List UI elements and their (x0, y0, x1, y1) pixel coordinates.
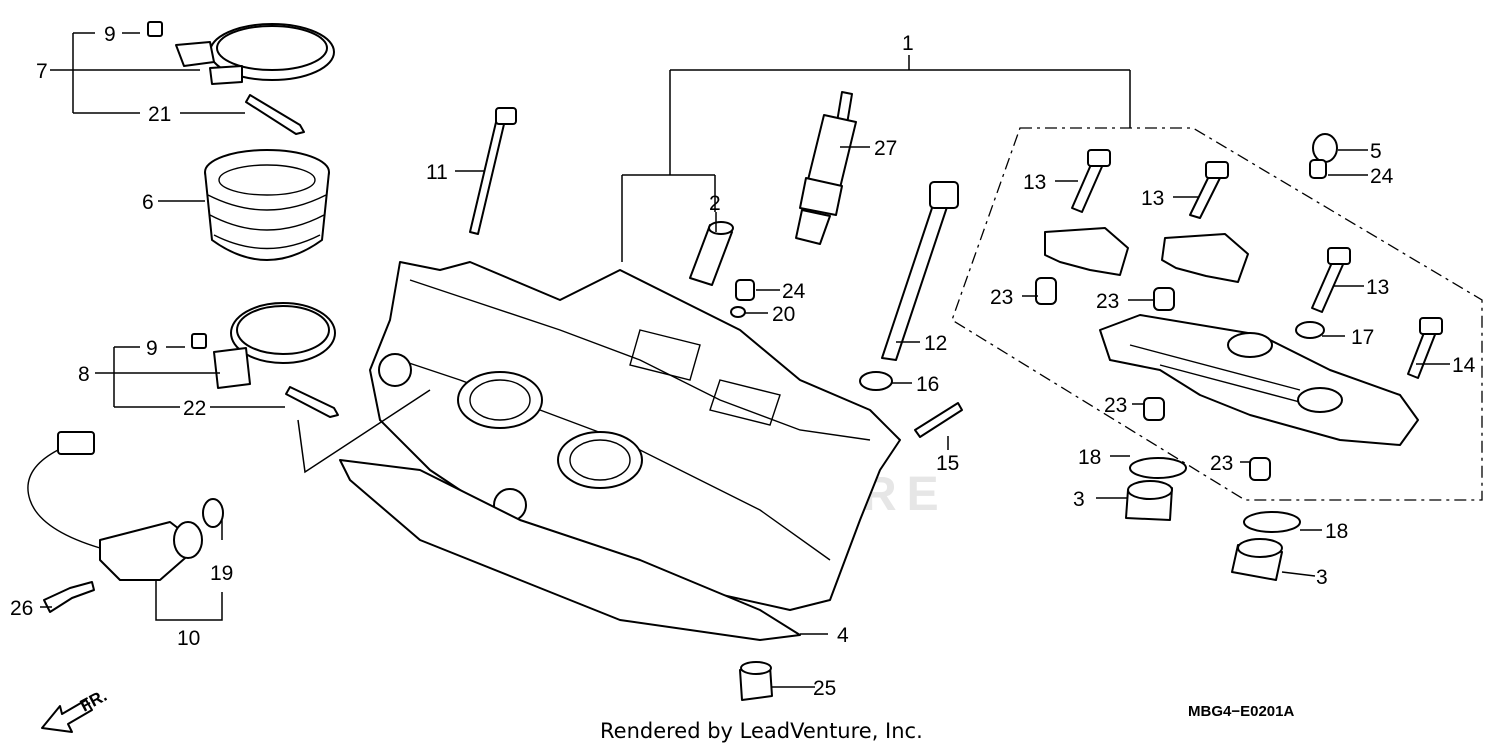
spark-plug-27 (795, 91, 857, 245)
clamp-band-upper (147, 21, 335, 135)
callout-labels: 1 2 3 3 4 5 6 7 8 9 9 10 11 12 13 13 13 … (10, 23, 1476, 700)
callout-18a: 18 (1078, 446, 1101, 469)
seal-and-collar-set (1125, 457, 1301, 581)
stud-bolt-12 (859, 181, 963, 438)
callout-13c: 13 (1366, 276, 1389, 299)
callout-24a: 24 (782, 280, 806, 303)
callout-23d: 23 (1210, 452, 1233, 475)
callout-23b: 23 (1096, 290, 1119, 313)
callout-17: 17 (1351, 326, 1374, 349)
callout-1: 1 (902, 32, 914, 55)
collar-25 (739, 661, 773, 701)
cylinder-head (339, 261, 901, 641)
callout-10: 10 (177, 627, 200, 650)
intake-boot (204, 149, 330, 261)
callout-13a: 13 (1023, 171, 1046, 194)
callout-6: 6 (142, 191, 154, 214)
callout-3b: 3 (1316, 566, 1328, 589)
callout-19: 19 (210, 562, 233, 585)
callout-11: 11 (426, 161, 448, 184)
rendered-by-credit: Rendered by LeadVenture, Inc. (600, 719, 923, 743)
front-direction-indicator: FR. (41, 686, 110, 733)
callout-20: 20 (772, 303, 795, 326)
callout-9a: 9 (104, 23, 116, 46)
callout-23c: 23 (1104, 394, 1127, 417)
front-arrow-icon (41, 699, 93, 733)
callout-8: 8 (78, 363, 90, 386)
leader-lines (40, 32, 1450, 688)
callout-23a: 23 (990, 286, 1013, 309)
callout-7: 7 (36, 60, 48, 83)
diagram-code: MBG4−E0201A (1188, 703, 1294, 720)
callout-13b: 13 (1141, 187, 1164, 210)
callout-4: 4 (837, 624, 849, 647)
callout-25: 25 (813, 677, 836, 700)
callout-3a: 3 (1073, 488, 1085, 511)
callout-16: 16 (916, 373, 939, 396)
callout-2: 2 (709, 192, 721, 215)
callout-18b: 18 (1325, 520, 1348, 543)
callout-27: 27 (874, 137, 897, 160)
cam-holder-group (1035, 133, 1443, 481)
callout-12: 12 (924, 332, 947, 355)
callout-5: 5 (1370, 140, 1382, 163)
callout-24b: 24 (1370, 165, 1394, 188)
callout-15: 15 (936, 452, 959, 475)
clamp-band-lower (191, 302, 339, 418)
callout-22: 22 (183, 397, 206, 420)
callout-21: 21 (148, 103, 171, 126)
dowel-pin-2 (689, 221, 755, 318)
sensor-assembly (27, 431, 224, 613)
bolt-11 (469, 107, 517, 235)
assembly-bracket-1 (621, 55, 1483, 501)
callout-9b: 9 (146, 337, 158, 360)
callout-26: 26 (10, 597, 33, 620)
callout-14: 14 (1452, 354, 1476, 377)
